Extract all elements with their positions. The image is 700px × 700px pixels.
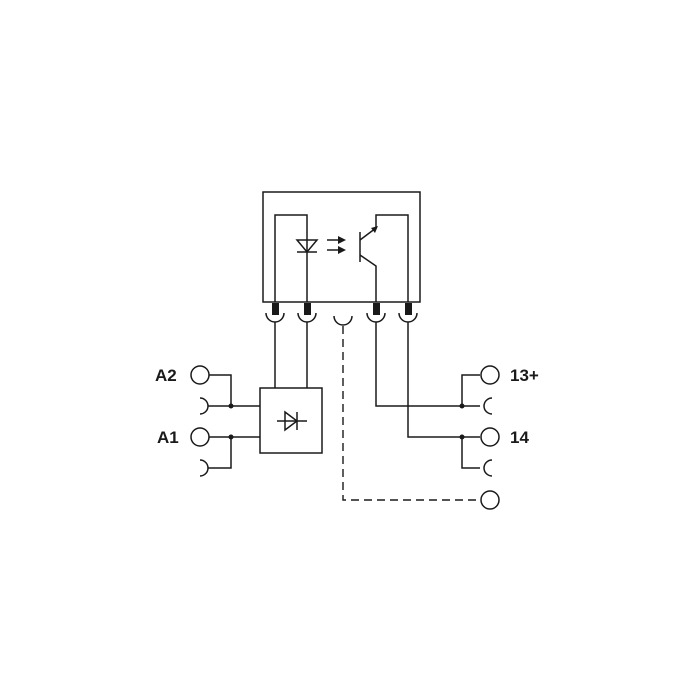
dashed-connection: [342, 326, 481, 501]
label-13: 13+: [510, 366, 539, 385]
terminal-13-bridge: [483, 397, 493, 415]
terminal-13: [480, 365, 500, 385]
wire-a2: [209, 374, 260, 407]
label-a1: A1: [157, 428, 179, 447]
terminal-a2-bridge: [199, 397, 209, 415]
optical-arrows-icon: [327, 236, 346, 254]
terminal-a2: [190, 365, 210, 385]
protection-diode-icon: [277, 410, 307, 432]
led-diode-symbol: [295, 239, 319, 254]
wire-output-14: [407, 322, 480, 438]
label-a2: A2: [155, 366, 177, 385]
input-loop-wire: [274, 214, 308, 302]
terminal-spare: [480, 490, 500, 510]
wire-output-13: [375, 322, 480, 407]
protection-module-box: [259, 387, 323, 454]
terminal-14-bridge: [483, 459, 493, 477]
terminal-a1-bridge: [199, 459, 209, 477]
terminal-a1: [190, 427, 210, 447]
relay-module-outline: [262, 191, 421, 303]
terminal-14: [480, 427, 500, 447]
socket-pins: [265, 303, 418, 326]
label-14: 14: [510, 428, 529, 447]
phototransistor-symbol: [359, 214, 409, 302]
